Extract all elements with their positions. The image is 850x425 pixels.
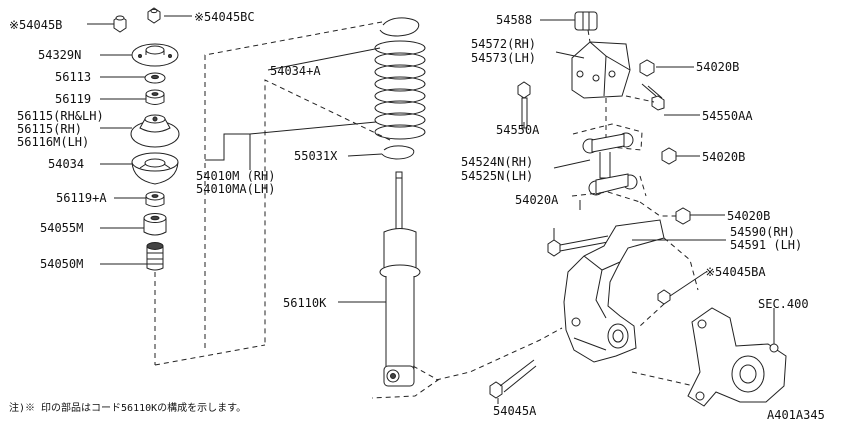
- label-54591-lh[interactable]: 54591 (LH): [730, 238, 802, 252]
- washer-56113[interactable]: [144, 72, 166, 84]
- label-54590-rh[interactable]: 54590(RH): [730, 225, 795, 239]
- label-54034a[interactable]: 54034+A: [270, 64, 321, 78]
- label-54572-rh[interactable]: 54572(RH): [471, 37, 536, 51]
- bolt-54045a[interactable]: [489, 359, 537, 399]
- lower-arm-54590[interactable]: [563, 219, 665, 363]
- label-54525n-lh[interactable]: 54525N(LH): [461, 169, 533, 183]
- spring-seat-ring-54034a[interactable]: [379, 17, 420, 37]
- plate-54329n[interactable]: [131, 43, 179, 67]
- label-56110k[interactable]: 56110K: [283, 296, 327, 310]
- label-54020a[interactable]: 54020A: [515, 193, 559, 207]
- bushing-56119a[interactable]: [145, 191, 165, 207]
- bracket-54572[interactable]: [571, 41, 631, 99]
- upper-link-group: [517, 11, 691, 257]
- link-54524n[interactable]: [582, 132, 638, 196]
- bushing-56119[interactable]: [145, 89, 165, 105]
- label-54010m-rh[interactable]: 54010M (RH): [196, 169, 275, 183]
- label-54034[interactable]: 54034: [48, 157, 84, 171]
- coil-spring-group: [204, 17, 426, 350]
- label-56116m-lh[interactable]: 56116M(LH): [17, 135, 89, 149]
- steering-knuckle-sec400[interactable]: [687, 307, 787, 407]
- bolt-54550aa[interactable]: [641, 83, 665, 111]
- coil-spring-54010m[interactable]: [374, 40, 426, 140]
- label-54588[interactable]: 54588: [496, 13, 532, 27]
- nut-54020b-middle[interactable]: [661, 147, 677, 165]
- nut-54020b-lower[interactable]: [675, 207, 691, 225]
- label-56115-rh[interactable]: 56115(RH): [17, 122, 82, 136]
- spring-seat-54034[interactable]: [131, 152, 179, 185]
- label-54550a[interactable]: 54550A: [496, 123, 540, 137]
- snap-ring-55031x[interactable]: [381, 145, 415, 160]
- label-54020b-3[interactable]: 54020B: [727, 209, 770, 223]
- nut-54045bc[interactable]: [147, 7, 161, 24]
- figure-id: A401A345: [767, 408, 825, 422]
- bolt-54550a[interactable]: [517, 81, 531, 129]
- label-56113[interactable]: 56113: [55, 70, 91, 84]
- nut-54045ba[interactable]: [657, 289, 671, 305]
- label-54020b-2[interactable]: 54020B: [702, 150, 745, 164]
- dust-boot-54050m[interactable]: [146, 242, 164, 271]
- label-54524n-rh[interactable]: 54524N(RH): [461, 155, 533, 169]
- strut-mount-parts: [113, 7, 266, 366]
- bump-rubber-54055m[interactable]: [143, 213, 167, 236]
- label-54573-lh[interactable]: 54573(LH): [471, 51, 536, 65]
- stopper-54588[interactable]: [574, 11, 598, 31]
- label-56119a[interactable]: 56119+A: [56, 191, 107, 205]
- label-56119[interactable]: 56119: [55, 92, 91, 106]
- shock-absorber-56110k[interactable]: [371, 171, 439, 399]
- label-54055m[interactable]: 54055M: [40, 221, 83, 235]
- label-54010ma-lh[interactable]: 54010MA(LH): [196, 182, 275, 196]
- label-54045a[interactable]: 54045A: [493, 404, 537, 418]
- label-54329n[interactable]: 54329N: [38, 48, 81, 62]
- nut-54020b-upper[interactable]: [639, 59, 655, 77]
- label-54550aa[interactable]: 54550AA: [702, 109, 753, 123]
- label-sec400[interactable]: SEC.400: [758, 297, 809, 311]
- footnote: 注)※ 印の部品はコード56110Kの構成を示します。: [9, 401, 246, 414]
- mount-insulator-56115[interactable]: [130, 114, 180, 148]
- part-labels: ※54045B ※54045BC 54329N 56113 56119 5611…: [9, 10, 825, 422]
- label-54045bc[interactable]: ※54045BC: [194, 10, 255, 24]
- label-55031x[interactable]: 55031X: [294, 149, 338, 163]
- label-54045b[interactable]: ※54045B: [9, 18, 62, 32]
- nut-54045b[interactable]: [113, 15, 127, 33]
- label-56115-rhlh[interactable]: 56115(RH&LH): [17, 109, 104, 123]
- label-54050m[interactable]: 54050M: [40, 257, 83, 271]
- leader-lines: [87, 15, 775, 404]
- label-54020b-1[interactable]: 54020B: [696, 60, 739, 74]
- label-54045ba[interactable]: ※54045BA: [705, 265, 766, 279]
